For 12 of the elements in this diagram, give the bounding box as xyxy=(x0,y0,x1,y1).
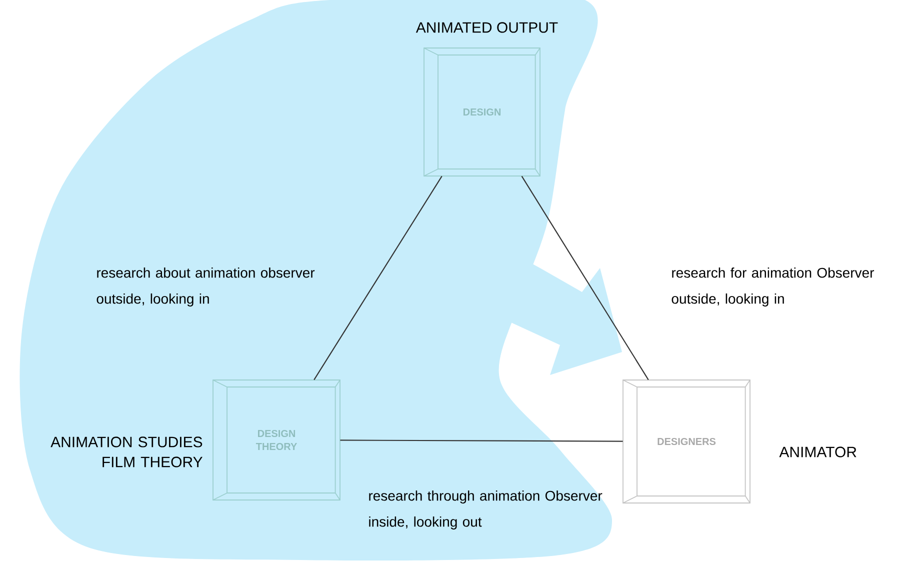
connector-line xyxy=(340,440,623,442)
node-caption: ANIMATION STUDIES FILM THEORY xyxy=(50,436,202,468)
edge-label: research through animation Observer inside, looking out xyxy=(369,490,602,530)
connector-line xyxy=(314,176,442,380)
node-caption: ANIMATED OUTPUT xyxy=(416,22,558,33)
cube-box: DESIGNERS xyxy=(622,380,750,504)
node-caption: ANIMATOR xyxy=(779,446,856,458)
cube-box: DESIGN xyxy=(424,48,540,176)
cube-box: DESIGN THEORY xyxy=(212,380,340,500)
connector-line xyxy=(521,176,649,380)
edge-label: research for animation Observer outside, looking in xyxy=(672,267,874,307)
edge-label: research about animation observer outside, looking in xyxy=(96,267,315,307)
